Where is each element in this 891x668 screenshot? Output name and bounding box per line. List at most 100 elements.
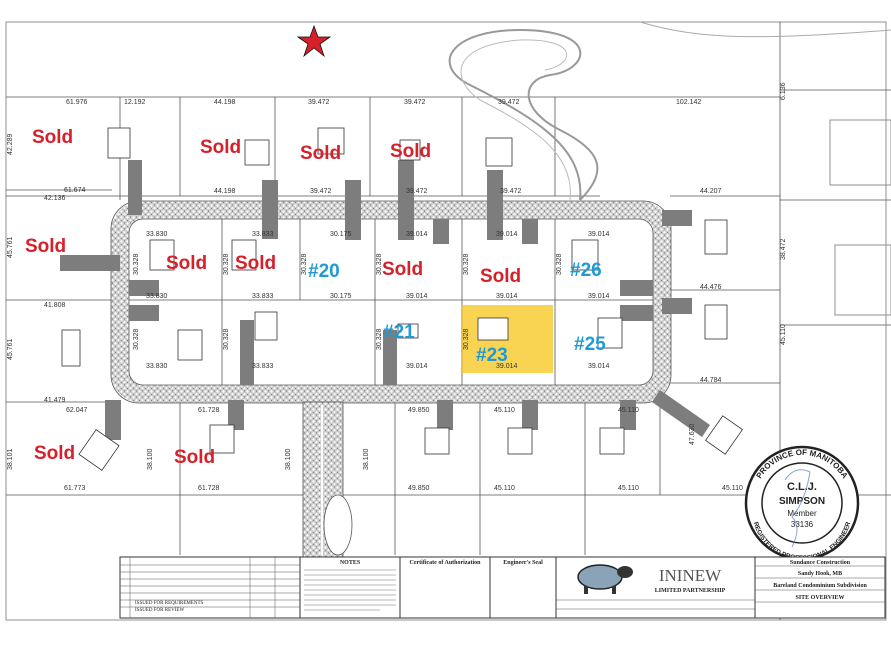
svg-text:45.110: 45.110: [494, 485, 515, 492]
svg-text:39.014: 39.014: [588, 363, 610, 370]
svg-text:39.472: 39.472: [406, 188, 428, 195]
svg-text:ISSUED FOR REQUIREMENTS: ISSUED FOR REQUIREMENTS: [135, 601, 204, 606]
svg-text:62.047: 62.047: [66, 407, 88, 414]
svg-text:33.833: 33.833: [252, 231, 274, 238]
svg-text:39.014: 39.014: [406, 231, 428, 238]
svg-text:44.198: 44.198: [214, 99, 236, 106]
lot-23-label[interactable]: #23: [476, 345, 508, 366]
svg-text:30.328: 30.328: [223, 253, 230, 275]
trail-path: [448, 28, 599, 201]
svg-text:39.472: 39.472: [500, 188, 522, 195]
svg-text:42.136: 42.136: [44, 195, 66, 202]
lot-25-label[interactable]: #25: [574, 334, 606, 355]
svg-text:30.328: 30.328: [301, 253, 308, 275]
svg-text:44.198: 44.198: [214, 188, 236, 195]
svg-text:41.479: 41.479: [44, 397, 66, 404]
svg-text:39.014: 39.014: [588, 293, 610, 300]
svg-text:44.207: 44.207: [700, 188, 722, 195]
svg-text:6.136: 6.136: [780, 82, 787, 100]
svg-text:49.850: 49.850: [408, 485, 430, 492]
svg-text:30.328: 30.328: [133, 328, 140, 350]
lot-sold-label: Sold: [480, 266, 521, 287]
svg-text:33.830: 33.830: [146, 231, 168, 238]
svg-text:39.472: 39.472: [498, 99, 520, 106]
svg-text:SITE OVERVIEW: SITE OVERVIEW: [796, 595, 845, 601]
title-block: ISSUED FOR REQUIREMENTS ISSUED FOR REVIE…: [119, 556, 886, 619]
svg-text:30.328: 30.328: [223, 328, 230, 350]
svg-text:38.100: 38.100: [147, 448, 154, 470]
svg-text:38.100: 38.100: [285, 448, 292, 470]
svg-text:39.472: 39.472: [404, 99, 426, 106]
svg-text:Bareland Condominium Subdivisi: Bareland Condominium Subdivision: [773, 583, 867, 589]
svg-text:39.014: 39.014: [496, 231, 518, 238]
lot-sold-label: Sold: [174, 447, 215, 468]
svg-text:12.192: 12.192: [124, 99, 146, 106]
svg-text:61.728: 61.728: [198, 485, 220, 492]
svg-text:C.L.J.: C.L.J.: [787, 481, 817, 493]
svg-text:61.773: 61.773: [64, 485, 86, 492]
svg-text:Sundance Construction: Sundance Construction: [790, 560, 851, 566]
svg-text:Member: Member: [787, 509, 817, 518]
lot-sold-label: Sold: [235, 253, 276, 274]
svg-text:45.761: 45.761: [7, 338, 14, 360]
svg-text:39.472: 39.472: [308, 99, 330, 106]
dimension-labels: 61.976 12.192 44.198 39.472 39.472 39.47…: [7, 82, 787, 492]
svg-text:38.101: 38.101: [7, 448, 14, 470]
svg-text:45.110: 45.110: [722, 485, 743, 492]
available-lot-labels: #20 #21 #23 #25 #26: [308, 260, 606, 366]
svg-text:44.784: 44.784: [700, 377, 722, 384]
svg-text:38.100: 38.100: [363, 448, 370, 470]
svg-text:NOTES: NOTES: [340, 560, 361, 566]
svg-text:30.328: 30.328: [556, 253, 563, 275]
svg-text:30.328: 30.328: [463, 328, 470, 350]
svg-text:33136: 33136: [791, 520, 814, 529]
svg-text:30.328: 30.328: [463, 253, 470, 275]
svg-text:39.014: 39.014: [406, 363, 428, 370]
svg-text:39.014: 39.014: [496, 293, 518, 300]
lot-sold-label: Sold: [300, 143, 341, 164]
lot-26-label[interactable]: #26: [570, 260, 602, 281]
svg-text:45.110: 45.110: [618, 407, 639, 414]
svg-text:33.830: 33.830: [146, 293, 168, 300]
svg-text:61.976: 61.976: [66, 99, 88, 106]
svg-text:47.630: 47.630: [689, 423, 696, 445]
svg-text:61.674: 61.674: [64, 187, 86, 194]
lot-sold-label: Sold: [390, 141, 431, 162]
lot-sold-label: Sold: [382, 259, 423, 280]
svg-text:33.833: 33.833: [252, 363, 274, 370]
star-marker-icon: [296, 24, 332, 58]
svg-text:61.728: 61.728: [198, 407, 220, 414]
svg-text:30.328: 30.328: [376, 253, 383, 275]
company-logo: [577, 564, 633, 594]
svg-text:Certificate of Authorization: Certificate of Authorization: [410, 560, 482, 566]
lot-sold-label: Sold: [34, 443, 75, 464]
svg-text:49.850: 49.850: [408, 407, 430, 414]
svg-text:102.142: 102.142: [676, 99, 701, 106]
engineer-seal: PROVINCE OF MANITOBA REGISTERED PROFESSI…: [744, 445, 860, 562]
svg-text:45.110: 45.110: [494, 407, 515, 414]
lot-20-label[interactable]: #20: [308, 261, 340, 282]
svg-text:30.328: 30.328: [133, 253, 140, 275]
svg-text:39.472: 39.472: [310, 188, 332, 195]
lot-sold-label: Sold: [25, 236, 66, 257]
svg-text:ININEW: ININEW: [659, 566, 722, 585]
svg-text:39.014: 39.014: [406, 293, 428, 300]
svg-text:41.808: 41.808: [44, 302, 66, 309]
svg-text:39.014: 39.014: [588, 231, 610, 238]
inner-lot-lines: [129, 219, 653, 385]
svg-text:33.830: 33.830: [146, 363, 168, 370]
lot-sold-label: Sold: [166, 253, 207, 274]
driveways: [60, 160, 710, 440]
svg-text:39.014: 39.014: [496, 363, 518, 370]
svg-text:42.289: 42.289: [7, 133, 14, 155]
svg-text:30.175: 30.175: [330, 231, 352, 238]
svg-text:30.328: 30.328: [376, 328, 383, 350]
svg-text:38.472: 38.472: [780, 238, 787, 260]
svg-text:44.476: 44.476: [700, 284, 722, 291]
lot-sold-label: Sold: [32, 127, 73, 148]
svg-text:33.833: 33.833: [252, 293, 274, 300]
svg-text:45.110: 45.110: [618, 485, 639, 492]
lot-21-label[interactable]: #21: [383, 322, 415, 343]
svg-text:LIMITED PARTNERSHIP: LIMITED PARTNERSHIP: [655, 588, 726, 594]
